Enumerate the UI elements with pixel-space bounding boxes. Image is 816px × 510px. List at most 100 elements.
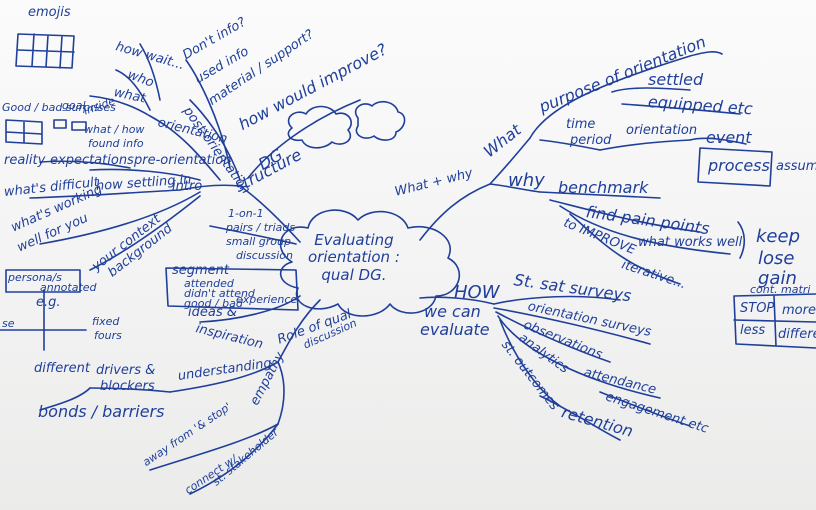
branch-surveys-b (493, 307, 651, 345)
branch-understanding (169, 361, 279, 393)
label-didnt-attend: didn't attend (184, 287, 255, 300)
surprise-boxes (53, 119, 87, 131)
label-pre-orientation: pre-orientation (134, 153, 232, 168)
branch-engagement (599, 391, 691, 427)
matrix-box (733, 293, 816, 349)
emoji-grid (15, 33, 75, 69)
label-one-on-one: 1-on-1 (228, 207, 264, 220)
thought-cloud-1 (287, 105, 352, 149)
branch-how-wait (139, 43, 161, 101)
label-good-bad: good / bad (184, 297, 243, 310)
process-box (697, 147, 773, 187)
branch-drivers (89, 387, 171, 393)
branch-what-why (419, 183, 491, 241)
label-lose: lose (758, 248, 795, 269)
branch-intro (179, 184, 241, 191)
label-e-g: e.g. (36, 295, 61, 310)
branch-find-pain (549, 199, 701, 233)
branch-outcomes (499, 319, 561, 407)
label-segment: segment (172, 263, 230, 278)
branch-away (149, 423, 279, 471)
label-pairs: pairs / triads (226, 221, 296, 234)
label-keep: keep (756, 226, 800, 247)
label-persona: persona/s (8, 271, 62, 284)
label-fours: fours (94, 329, 122, 342)
label-matrix-title: cont. matri (750, 283, 811, 296)
keep-bracket (737, 221, 746, 259)
branch-dont-info (185, 59, 231, 169)
label-orientation-r: orientation (626, 123, 698, 138)
persona-axes (0, 289, 87, 351)
label-bonds: bonds / barriers (38, 402, 165, 421)
label-what-how: what / how (84, 123, 145, 136)
label-reality: reality (4, 153, 46, 168)
label-annotated: annotated (40, 281, 97, 294)
label-assume: assum (776, 159, 816, 174)
label-we-can: we can (424, 302, 481, 321)
label-emojis: emojis (28, 5, 71, 20)
label-fixed: fixed (92, 315, 120, 328)
branch-ideas (199, 295, 301, 323)
branch-pre-orientation (89, 168, 201, 181)
branch-observations (495, 311, 611, 363)
branch-empathy (277, 361, 285, 425)
matrix-different: differe (778, 327, 816, 342)
label-why: why (508, 170, 545, 191)
branch-improve-top (247, 99, 361, 179)
branch-what (489, 137, 531, 185)
label-goal: goal (62, 99, 86, 112)
label-found-info: found info (88, 137, 144, 150)
branch-benchmark (539, 191, 661, 199)
label-process: process (708, 156, 770, 175)
thought-cloud-2 (354, 100, 406, 141)
label-benchmark: benchmark (558, 178, 649, 197)
branch-surveys-a (493, 295, 621, 305)
branch-retention (539, 395, 621, 441)
branch-difficult (29, 189, 181, 199)
label-different: different (34, 361, 90, 376)
branch-structure-items (209, 225, 297, 245)
persona-bracket (5, 269, 81, 293)
label-small-group: small group (226, 235, 291, 248)
label-attended: attended (184, 277, 234, 290)
label-how: HOW (454, 282, 500, 303)
label-intro: intro (172, 179, 203, 194)
label-gain: gain (758, 268, 797, 289)
branch-role (277, 299, 321, 363)
branch-expectations (39, 160, 131, 169)
segment-box (165, 267, 299, 311)
label-expectations: expectations (50, 153, 134, 168)
label-evaluate: evaluate (420, 320, 490, 339)
label-drivers: drivers & (96, 363, 156, 378)
branch-connect (189, 423, 279, 495)
branch-how (419, 296, 495, 305)
matrix-less: less (740, 323, 766, 338)
matrix-stop: STOP (740, 301, 775, 316)
branch-equipped (621, 103, 741, 115)
branch-dg (239, 185, 301, 243)
branch-context (89, 195, 201, 271)
branch-settled (611, 87, 691, 93)
branch-orientation-l (149, 115, 221, 181)
label-settled: settled (648, 70, 704, 89)
branch-who (115, 69, 151, 111)
label-ideas: ideas & (188, 305, 237, 320)
label-good-bad-surprises: Good / bad surprises (2, 101, 116, 114)
branch-working (39, 191, 201, 245)
branch-purpose (529, 51, 723, 139)
matrix-more: more (782, 303, 816, 318)
center-line-2: orientation : (308, 248, 400, 267)
branch-analytics (497, 315, 661, 399)
center-line-1: Evaluating (314, 231, 394, 249)
label-event: event (706, 128, 752, 147)
label-experience: experience (236, 293, 298, 306)
branch-what-l (89, 95, 151, 117)
branch-post-orientation (189, 99, 241, 181)
branch-bonds (39, 387, 91, 411)
label-blockers: blockers (100, 379, 155, 394)
branch-iterative (569, 213, 681, 285)
label-discussion-s: discussion (236, 249, 294, 262)
branch-time (539, 139, 601, 151)
